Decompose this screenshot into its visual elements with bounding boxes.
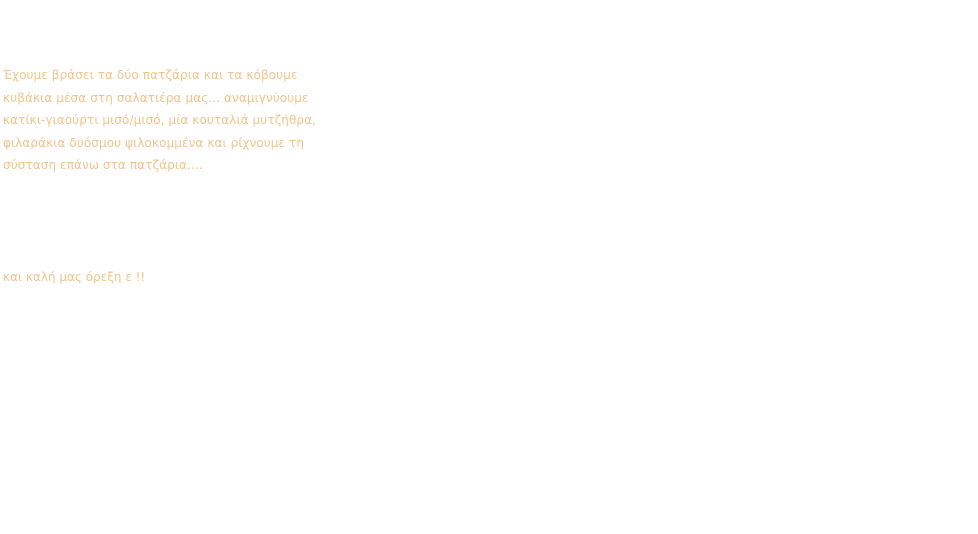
recipe-line-1: Έχουμε βράσει τα δύο πατζάρια και τα κόβ… <box>3 68 298 82</box>
closing-wish: και καλή μας όρεξη ε !! <box>3 270 146 284</box>
recipe-line-5: σύσταση επάνω στα πατζάρια.... <box>3 158 203 172</box>
recipe-line-2: κυβάκια μέσα στη σαλατιέρα μας... αναμιγ… <box>3 90 309 105</box>
recipe-paragraph: Έχουμε βράσει τα δύο πατζάρια και τα κόβ… <box>3 64 333 177</box>
recipe-line-4: φιλαράκια δυόσμου ψιλοκομμένα και ρίχνου… <box>3 135 305 150</box>
recipe-line-3: κατίκι-γιαούρτι μισό/μισό, μία κουταλιά … <box>3 113 317 127</box>
